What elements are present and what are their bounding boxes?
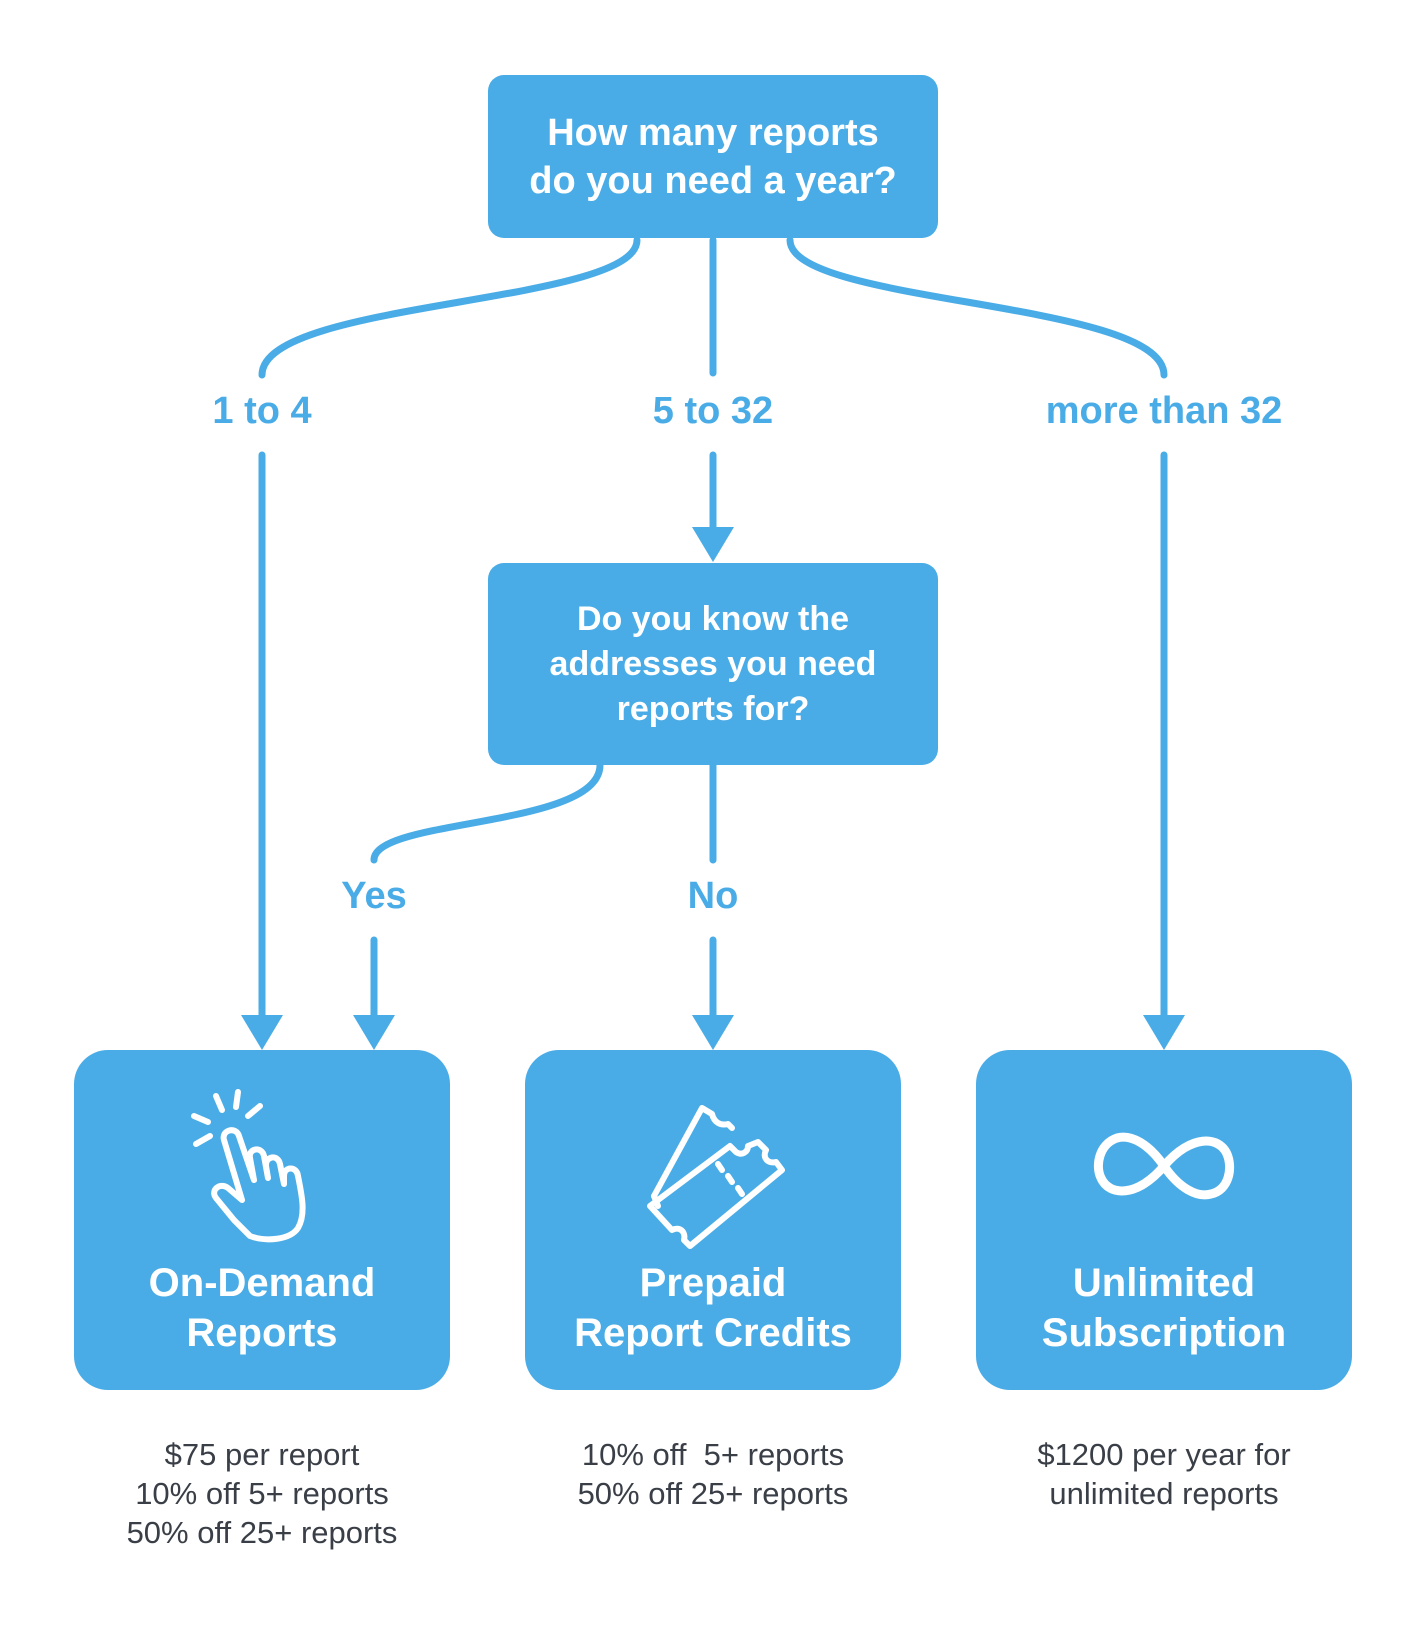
branch-label-1-to-4: 1 to 4 [212,390,312,432]
connector-left [258,236,641,379]
question-2-box: Do you know the addresses you need repor… [488,563,938,765]
plan-title-unlimited-line-2: Subscription [1041,1311,1287,1355]
plan-card-unlimited: Unlimited Subscription [976,1050,1352,1390]
branch-label-5-to-32: 5 to 32 [652,390,774,432]
price-line: $1200 per year for [1037,1437,1291,1472]
connector-right [786,236,1168,379]
arrowhead-yes [353,1015,395,1050]
question-1-line-2: do you need a year? [529,159,897,202]
price-line: 50% off 25+ reports [126,1515,398,1550]
price-line: $75 per report [164,1437,360,1472]
plan-title-on-demand-line-2: Reports [186,1311,338,1355]
plan-title-unlimited: Unlimited Subscription [976,1258,1352,1358]
branch-label-more-than-32: more than 32 [1045,390,1283,432]
price-details-unlimited: $1200 per year for unlimited reports [954,1435,1374,1513]
question-2-line-3: reports for? [616,689,810,728]
connector-yes [370,761,604,864]
question-1-line-1: How many reports [547,111,879,154]
price-line: 50% off 25+ reports [577,1476,849,1511]
question-2-line-1: Do you know the [577,599,849,638]
question-2-line-2: addresses you need [549,644,877,683]
price-line: 10% off 5+ reports [135,1476,389,1511]
plan-title-unlimited-line-1: Unlimited [1072,1261,1256,1305]
plan-title-on-demand-line-1: On-Demand [148,1261,376,1305]
plan-title-prepaid-line-1: Prepaid [639,1261,787,1305]
branch-label-no: No [687,875,739,917]
plan-title-prepaid-line-2: Report Credits [574,1311,852,1355]
price-line: 10% off 5+ reports [581,1437,845,1472]
price-details-prepaid: 10% off 5+ reports 50% off 25+ reports [503,1435,923,1513]
price-details-on-demand: $75 per report 10% off 5+ reports 50% of… [52,1435,472,1552]
question-1-box: How many reports do you need a year? [488,75,938,238]
plan-card-prepaid: Prepaid Report Credits [525,1050,901,1390]
arrowhead-no [692,1015,734,1050]
ticket-icon [647,1105,785,1249]
plan-title-on-demand: On-Demand Reports [74,1258,450,1358]
arrowhead-left [241,1015,283,1050]
price-line: unlimited reports [1049,1476,1279,1511]
branch-label-yes: Yes [341,875,407,917]
arrowhead-middle [692,527,734,562]
arrowhead-right [1143,1015,1185,1050]
plan-card-on-demand: On-Demand Reports [74,1050,450,1390]
infinity-icon [1093,1132,1235,1200]
plan-title-prepaid: Prepaid Report Credits [525,1258,901,1358]
hand-click-icon [191,1089,306,1243]
